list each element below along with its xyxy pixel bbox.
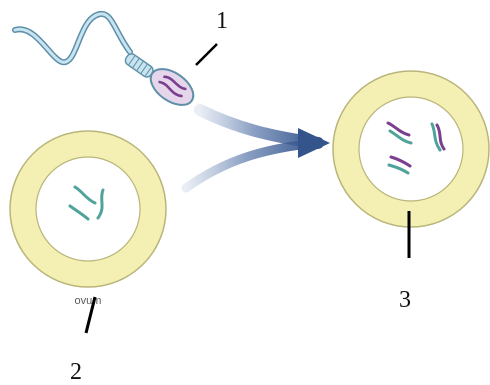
fertilization-arrow [186,110,330,188]
sperm-cell [15,14,200,112]
sperm-midpiece [123,52,154,79]
label-3: 3 [399,287,411,313]
faint-egg-caption: ovum [75,295,102,307]
label-1: 1 [216,8,228,34]
egg-cytoplasm [36,157,140,261]
leader-line-1 [196,44,217,65]
sperm-tail-inner [15,14,130,62]
zygote-cytoplasm [359,97,463,201]
egg-cell: ovum [10,131,166,307]
arrow-head [298,128,330,158]
label-2: 2 [70,359,82,385]
zygote-cell [333,71,489,227]
